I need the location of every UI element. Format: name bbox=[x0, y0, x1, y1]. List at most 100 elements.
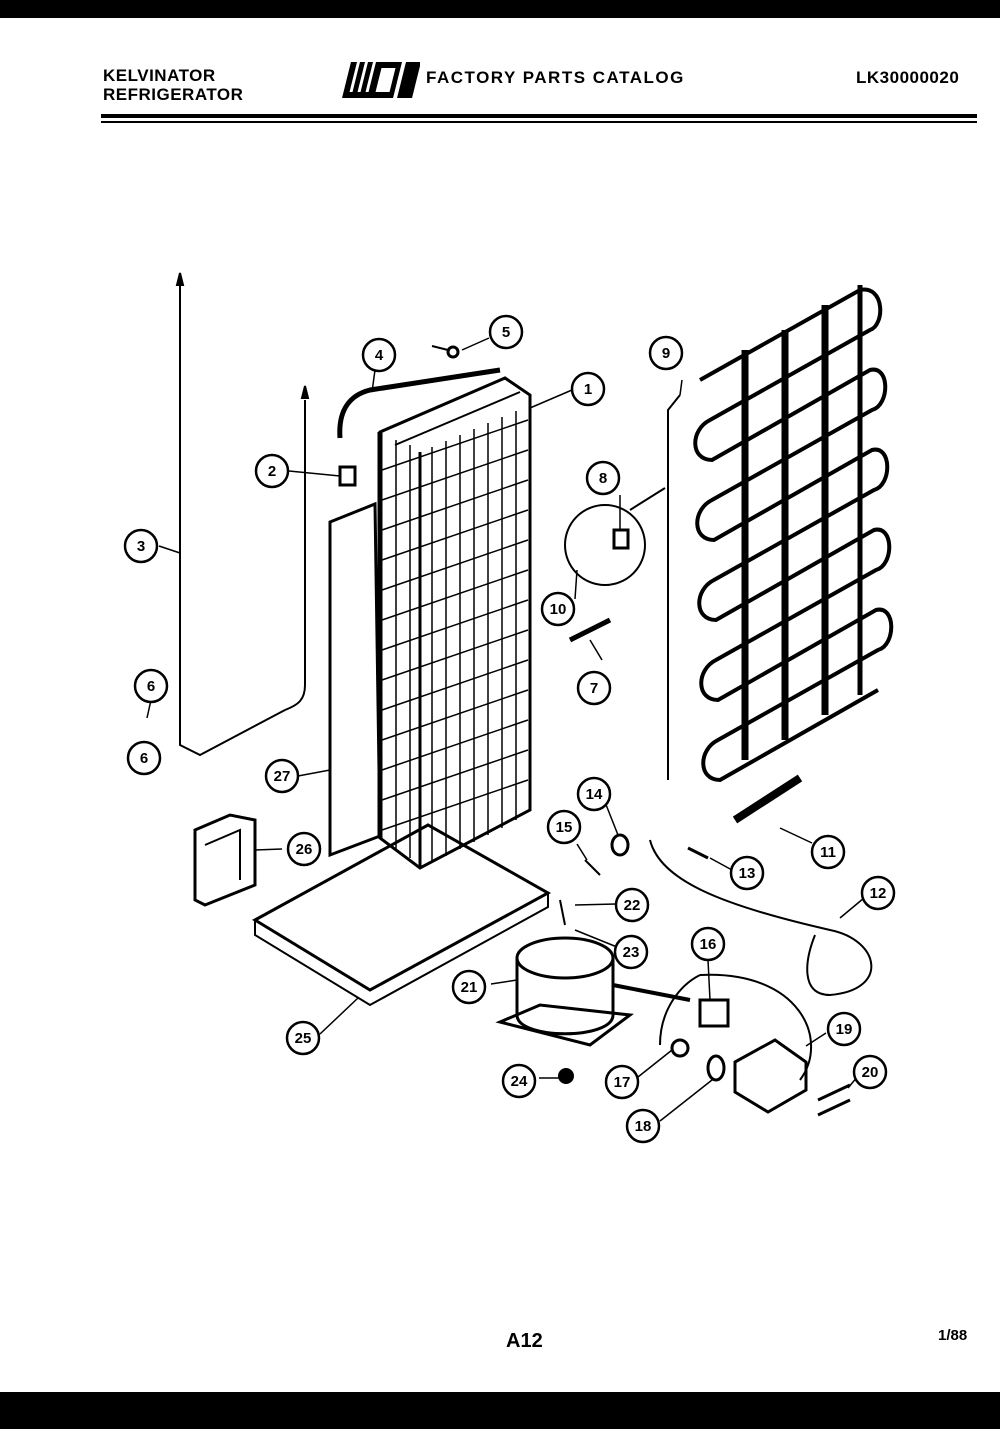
callout-27: 27 bbox=[264, 758, 300, 794]
callout-circle bbox=[254, 453, 290, 489]
callout-25: 25 bbox=[285, 1020, 321, 1056]
callout-circle bbox=[614, 887, 650, 923]
page-number: A12 bbox=[506, 1330, 543, 1352]
callout-label: 5 bbox=[502, 324, 510, 341]
part-18-drawing bbox=[706, 1054, 726, 1082]
callout-6: 6 bbox=[133, 668, 169, 704]
callout-3: 3 bbox=[123, 528, 159, 564]
callout-label: 24 bbox=[511, 1073, 528, 1090]
callout-label: 17 bbox=[614, 1074, 631, 1091]
bracket-drawing bbox=[193, 813, 257, 907]
callout-circle bbox=[604, 1064, 640, 1100]
evaporator-drawing bbox=[377, 376, 532, 870]
callout-5: 5 bbox=[488, 314, 524, 350]
callout-circle bbox=[123, 528, 159, 564]
callout-19: 19 bbox=[826, 1011, 862, 1047]
callout-16: 16 bbox=[690, 926, 726, 962]
callout-circle bbox=[286, 831, 322, 867]
callout-label: 6 bbox=[140, 750, 148, 767]
callout-circle bbox=[625, 1108, 661, 1144]
callout-label: 27 bbox=[274, 768, 291, 785]
callout-21: 21 bbox=[451, 969, 487, 1005]
brand-line-2: REFRIGERATOR bbox=[103, 85, 244, 104]
callout-circle bbox=[729, 855, 765, 891]
callout-8: 8 bbox=[585, 460, 621, 496]
model-code: LK30000020 bbox=[856, 68, 960, 87]
callout-circle bbox=[585, 460, 621, 496]
callout-18: 18 bbox=[625, 1108, 661, 1144]
callout-2: 2 bbox=[254, 453, 290, 489]
callout-9: 9 bbox=[648, 335, 684, 371]
callout-circle bbox=[648, 335, 684, 371]
callout-label: 4 bbox=[375, 347, 384, 364]
callout-circle bbox=[501, 1063, 537, 1099]
part-24-drawing bbox=[558, 1068, 574, 1084]
callout-circle bbox=[576, 776, 612, 812]
callout-circle bbox=[570, 371, 606, 407]
callout-circle bbox=[361, 337, 397, 373]
callout-circle bbox=[488, 314, 524, 350]
callout-circle bbox=[826, 1011, 862, 1047]
callout-circle bbox=[852, 1054, 888, 1090]
callout-6: 6 bbox=[126, 740, 162, 776]
callout-circle bbox=[133, 668, 169, 704]
callout-label: 18 bbox=[635, 1118, 652, 1135]
callout-label: 7 bbox=[590, 680, 598, 697]
callout-circle bbox=[285, 1020, 321, 1056]
callout-circle bbox=[576, 670, 612, 706]
callout-label: 11 bbox=[820, 844, 836, 861]
callout-24: 24 bbox=[501, 1063, 537, 1099]
compressor-drawing bbox=[495, 936, 691, 1047]
part-17-drawing bbox=[670, 1038, 690, 1058]
header-rule bbox=[101, 114, 977, 118]
callout-7: 7 bbox=[576, 670, 612, 706]
callout-26: 26 bbox=[286, 831, 322, 867]
brand-line-1: KELVINATOR bbox=[103, 66, 216, 85]
callout-label: 20 bbox=[862, 1064, 879, 1081]
part-5-drawing bbox=[446, 345, 460, 359]
part-8-drawing bbox=[612, 528, 630, 550]
callout-10: 10 bbox=[540, 591, 576, 627]
bottom-black-band bbox=[0, 1392, 1000, 1429]
top-black-band bbox=[0, 0, 1000, 18]
callout-label: 25 bbox=[295, 1030, 312, 1047]
callout-label: 8 bbox=[599, 470, 607, 487]
callout-circle bbox=[613, 934, 649, 970]
cord-drawing bbox=[649, 839, 873, 997]
callout-label: 22 bbox=[624, 897, 641, 914]
panel-drawing bbox=[328, 501, 382, 858]
brand-title: KELVINATOR REFRIGERATOR bbox=[103, 66, 243, 104]
callout-label: 10 bbox=[550, 601, 567, 618]
callout-label: 1 bbox=[584, 381, 592, 398]
tube-drawing bbox=[337, 367, 501, 439]
callout-circle bbox=[540, 591, 576, 627]
callout-label: 21 bbox=[461, 979, 478, 996]
catalog-title: FACTORY PARTS CATALOG bbox=[426, 68, 685, 87]
callout-label: 23 bbox=[623, 944, 640, 961]
wci-logo bbox=[342, 62, 420, 98]
callout-1: 1 bbox=[570, 371, 606, 407]
callout-11: 11 bbox=[810, 834, 846, 870]
callout-label: 19 bbox=[836, 1021, 853, 1038]
part-7-drawing bbox=[568, 617, 612, 643]
callout-label: 3 bbox=[137, 538, 145, 555]
callout-label: 15 bbox=[556, 819, 573, 836]
condenser-drawing bbox=[667, 285, 894, 783]
callout-17: 17 bbox=[604, 1064, 640, 1100]
callout-circle bbox=[860, 875, 896, 911]
callout-circle bbox=[546, 809, 582, 845]
callout-14: 14 bbox=[576, 776, 612, 812]
callout-circle bbox=[690, 926, 726, 962]
callout-12: 12 bbox=[860, 875, 896, 911]
callout-circle bbox=[264, 758, 300, 794]
callout-13: 13 bbox=[729, 855, 765, 891]
catalog-date: 1/88 bbox=[938, 1327, 968, 1344]
header-rule-thin bbox=[101, 121, 977, 123]
callout-23: 23 bbox=[613, 934, 649, 970]
callout-label: 2 bbox=[268, 463, 276, 480]
callout-20: 20 bbox=[852, 1054, 888, 1090]
callout-15: 15 bbox=[546, 809, 582, 845]
callout-circle bbox=[810, 834, 846, 870]
